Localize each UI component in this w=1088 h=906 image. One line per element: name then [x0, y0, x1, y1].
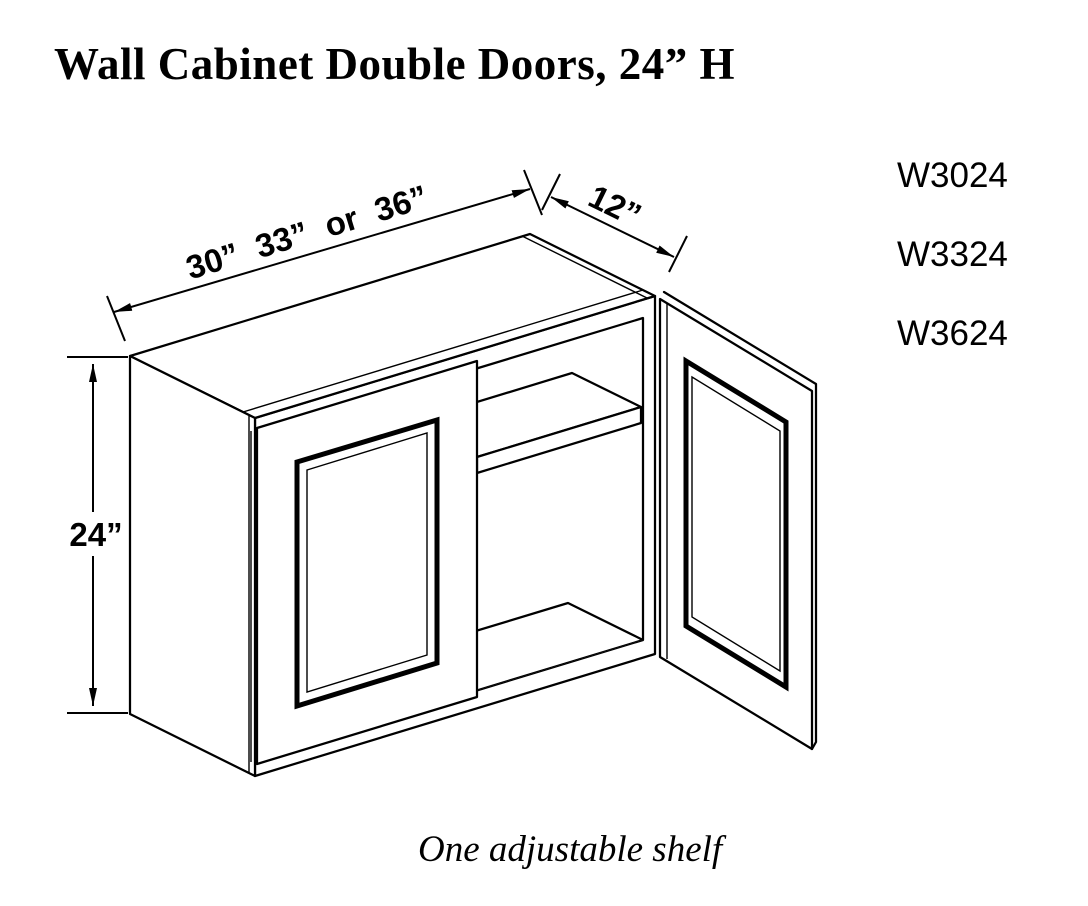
- top-face-right-edge-line: [521, 235, 648, 299]
- height-dimension: 24”: [64, 356, 128, 714]
- cabinet-floor: [475, 601, 643, 691]
- depth-extension-tick-left: [541, 173, 561, 211]
- right-door-panel: [683, 356, 789, 692]
- cabinet-interior: [475, 371, 643, 691]
- right-door-thickness-line: [662, 290, 818, 751]
- left-door: [255, 359, 479, 766]
- diagram-caption: One adjustable shelf: [418, 829, 723, 870]
- top-face-front-edge-line: [242, 289, 644, 413]
- left-door-panel-inner-line: [306, 432, 428, 693]
- depth-dimension-line: [550, 196, 675, 258]
- height-label-background: [64, 512, 128, 556]
- right-door-open: [658, 290, 818, 751]
- model-number-w3024: W3024: [897, 156, 1008, 195]
- width-extension-tick-left: [106, 295, 126, 342]
- model-number-w3624: W3624: [897, 314, 1008, 353]
- page-title: Wall Cabinet Double Doors, 24” H: [54, 39, 736, 89]
- depth-dimension-label: 12”: [583, 177, 647, 234]
- depth-extension-tick-right: [668, 235, 688, 273]
- width-extension-tick-right: [523, 169, 543, 216]
- width-dimension-line: [113, 188, 531, 313]
- model-number-list: W3024 W3324 W3624: [897, 156, 1008, 354]
- model-number-w3324: W3324: [897, 235, 1008, 274]
- left-door-closed: [250, 359, 479, 766]
- height-dimension-label: 24”: [69, 516, 122, 553]
- left-door-panel: [294, 416, 440, 710]
- right-door-panel-inner-line: [691, 375, 781, 673]
- width-dimension-label: 30” 33” or 36”: [182, 178, 432, 287]
- cabinet-left-side: [128, 354, 257, 778]
